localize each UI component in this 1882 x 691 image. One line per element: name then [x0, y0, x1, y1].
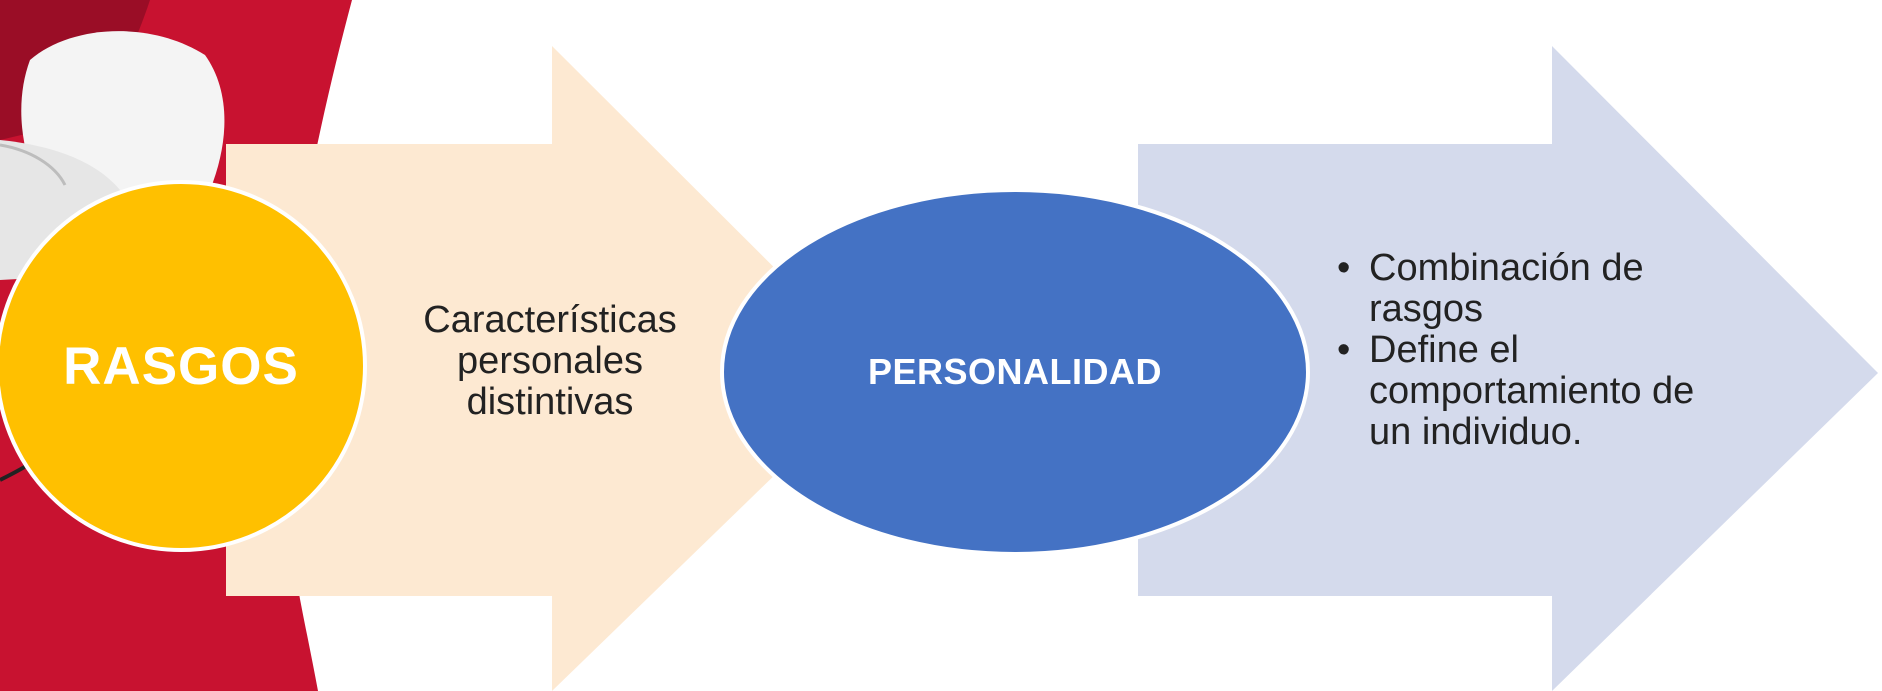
- personalidad-bullet-list: Combinación de rasgos Define el comporta…: [1335, 247, 1695, 453]
- rasgos-label: RASGOS: [63, 336, 299, 396]
- arrow-shape-1: [226, 46, 880, 691]
- rasgos-description: Características personales distintivas: [395, 299, 705, 424]
- description-line-1: Características: [423, 299, 677, 341]
- bullet-item-2: Define el comportamiento de un individuo…: [1335, 330, 1695, 453]
- bullet-item-1: Combinación de rasgos: [1335, 247, 1695, 330]
- personalidad-ellipse: [720, 188, 1310, 556]
- description-line-2: personales: [457, 340, 643, 383]
- rasgos-circle: [0, 180, 367, 552]
- description-line-3: distintivas: [466, 381, 634, 424]
- personalidad-label: PERSONALIDAD: [867, 351, 1163, 392]
